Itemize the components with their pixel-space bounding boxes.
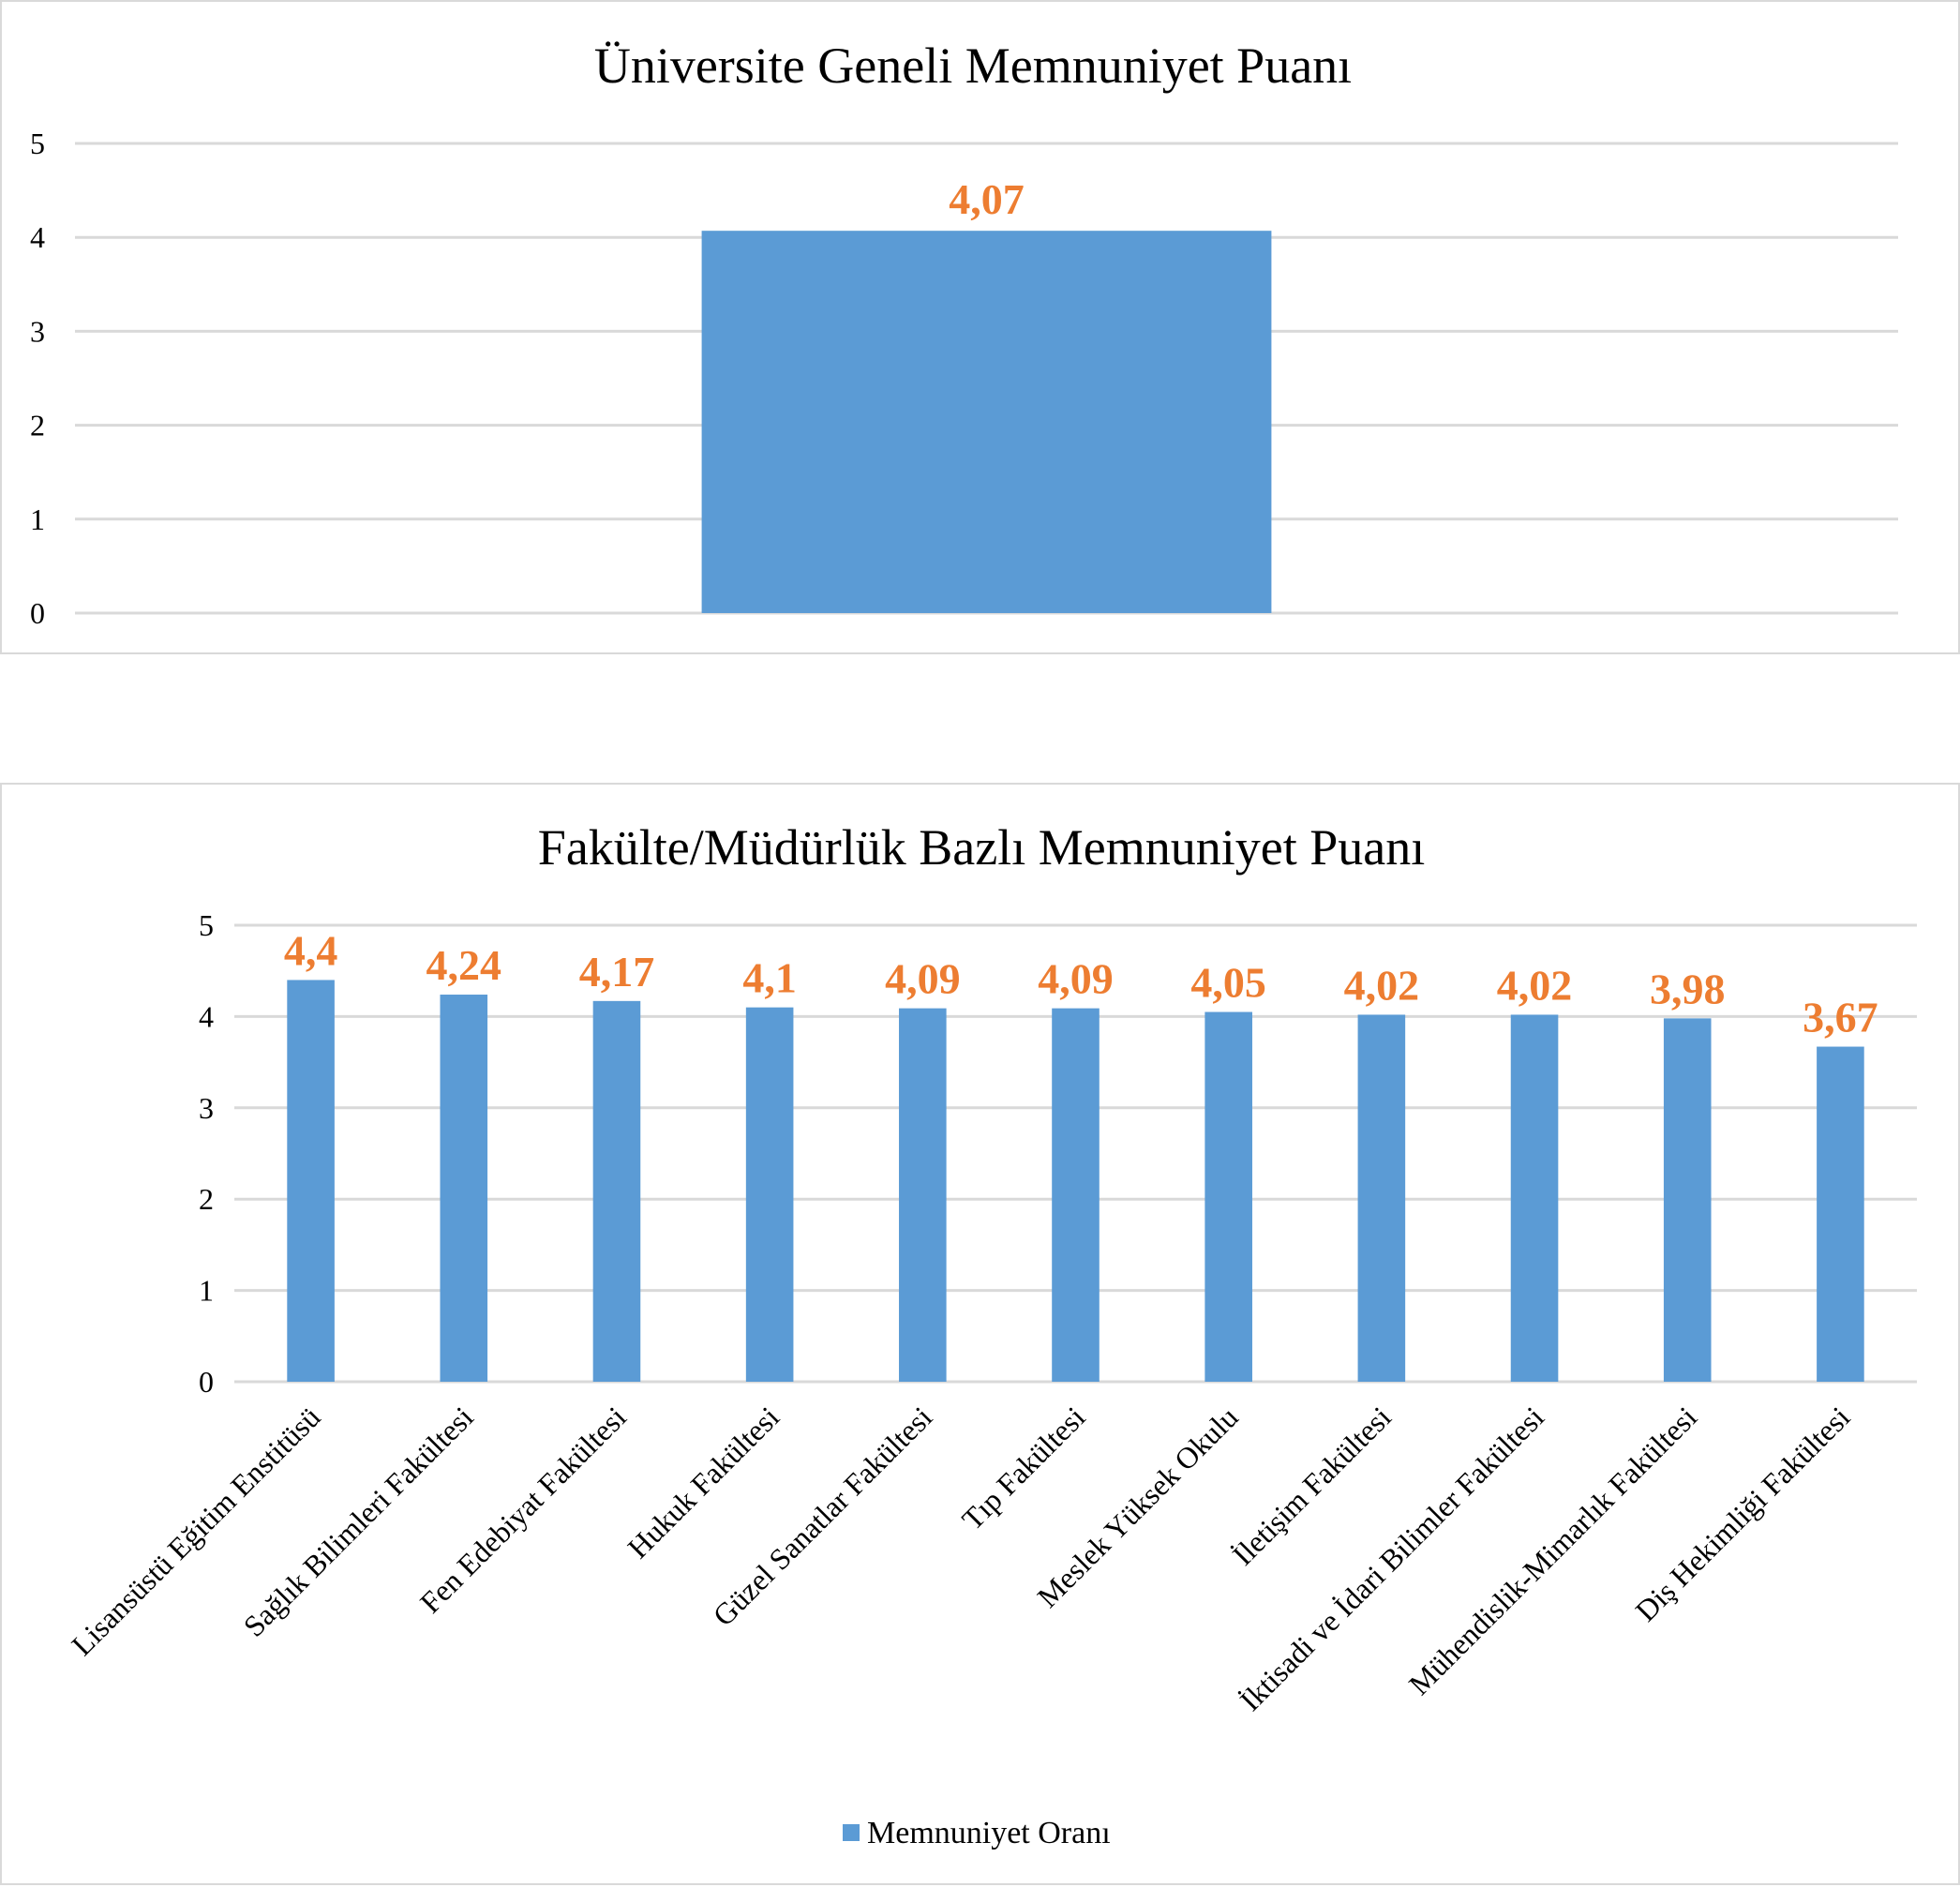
bar bbox=[1204, 1011, 1252, 1382]
data-label: 4,02 bbox=[1344, 961, 1420, 1009]
y-tick-label: 0 bbox=[30, 596, 45, 630]
x-tick-label: İletişim Fakültesi bbox=[1226, 1400, 1398, 1571]
y-tick-label: 4 bbox=[30, 220, 45, 254]
y-tick-label: 2 bbox=[30, 409, 45, 442]
overall-chart-svg: Üniversite Geneli Memnuniyet Puanı 0 1 2 3 4… bbox=[30, 37, 1898, 630]
legend: Memnuniyet Oranı bbox=[843, 1816, 1111, 1850]
legend-label: Memnuniyet Oranı bbox=[867, 1816, 1111, 1850]
y-tick-label: 1 bbox=[199, 1274, 214, 1308]
overall-satisfaction-chart: Üniversite Geneli Memnuniyet Puanı 0 1 2 3 4… bbox=[0, 0, 1960, 654]
legend-swatch bbox=[843, 1824, 860, 1841]
data-label: 4,09 bbox=[885, 955, 961, 1003]
y-tick-label: 3 bbox=[30, 314, 45, 348]
y-tick-label: 5 bbox=[199, 908, 214, 942]
data-labels: 4,4 4,24 4,17 4,1 4,09 4,09 4,05 4,02 4,02 3,98 3,… bbox=[284, 926, 1878, 1041]
bar bbox=[1817, 1046, 1864, 1382]
data-label: 3,67 bbox=[1803, 994, 1878, 1041]
data-label: 4,4 bbox=[284, 926, 338, 974]
y-tick-label: 0 bbox=[199, 1365, 214, 1399]
x-tick-label: İktisadi ve İdari Bilimler Fakültesi bbox=[1234, 1400, 1550, 1716]
bar bbox=[701, 231, 1272, 613]
data-labels: 4,07 bbox=[949, 175, 1025, 223]
y-tick-label: 2 bbox=[199, 1182, 214, 1216]
data-label: 4,07 bbox=[949, 175, 1025, 223]
x-tick-label: Lisansüstü Eğitim Enstitüsü bbox=[65, 1400, 326, 1661]
data-label: 4,05 bbox=[1190, 959, 1266, 1007]
chart-title: Üniversite Geneli Memnuniyet Puanı bbox=[594, 37, 1352, 94]
data-label: 4,02 bbox=[1497, 961, 1573, 1009]
data-label: 4,24 bbox=[426, 941, 502, 989]
bar bbox=[287, 980, 335, 1382]
bar bbox=[745, 1007, 794, 1382]
x-tick-label: Tıp Fakültesi bbox=[955, 1400, 1092, 1536]
faculty-satisfaction-chart: Fakülte/Müdürlük Bazlı Memnuniyet Puanı … bbox=[0, 783, 1960, 1885]
faculty-chart-svg: Fakülte/Müdürlük Bazlı Memnuniyet Puanı … bbox=[65, 819, 1917, 1850]
bar bbox=[592, 1000, 641, 1382]
bar bbox=[1663, 1018, 1712, 1382]
y-tick-label: 1 bbox=[30, 502, 45, 536]
y-tick-label: 4 bbox=[199, 999, 214, 1033]
bars bbox=[701, 231, 1272, 613]
bars bbox=[287, 980, 1864, 1382]
data-label: 4,09 bbox=[1038, 955, 1114, 1003]
y-axis: 0 1 2 3 4 5 bbox=[30, 127, 45, 630]
data-label: 4,1 bbox=[742, 954, 797, 1002]
y-tick-label: 5 bbox=[30, 127, 45, 160]
y-axis: 0 1 2 3 4 5 bbox=[199, 908, 214, 1399]
y-tick-label: 3 bbox=[199, 1091, 214, 1125]
x-tick-label: Hukuk Fakültesi bbox=[621, 1400, 785, 1565]
chart-title: Fakülte/Müdürlük Bazlı Memnuniyet Puanı bbox=[538, 819, 1425, 876]
data-label: 3,98 bbox=[1650, 965, 1726, 1012]
bar bbox=[1510, 1014, 1559, 1382]
bar bbox=[1052, 1008, 1100, 1382]
x-tick-label: Mühendislik-Mimarlık Fakültesi bbox=[1402, 1400, 1704, 1701]
bar bbox=[899, 1008, 947, 1382]
data-label: 4,17 bbox=[579, 948, 655, 996]
bar bbox=[440, 995, 488, 1382]
bar bbox=[1357, 1014, 1406, 1382]
